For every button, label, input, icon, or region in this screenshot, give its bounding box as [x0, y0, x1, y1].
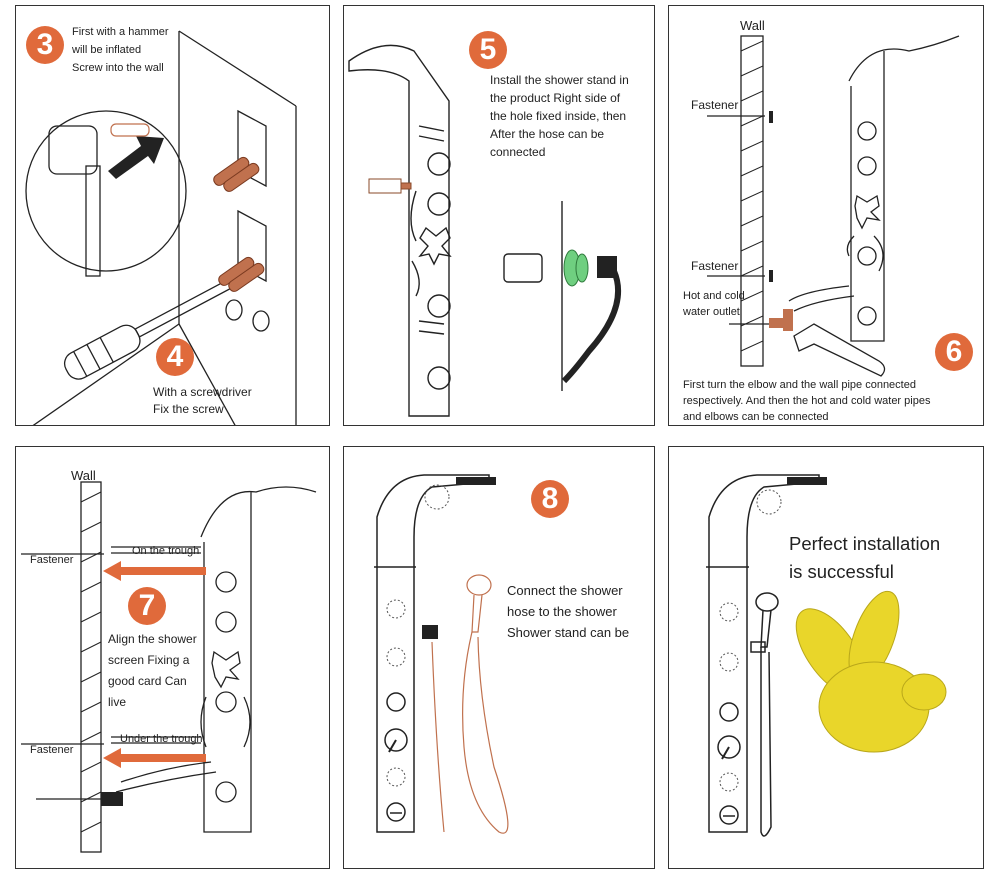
step-3-line-1: First with a hammer [72, 26, 169, 38]
step-7-on-trough: On the trough [132, 545, 200, 557]
panel-final: Perfect installation is successful [668, 446, 984, 869]
panel-step-6: Wall Fastener Fastener Hot and cold wate… [668, 5, 984, 426]
step-7-fastener-bottom: Fastener [30, 744, 74, 756]
step-6-outlet-line-1: Hot and cold [683, 290, 745, 302]
step-7-line-1: Align the shower [108, 632, 197, 646]
finished-shower-illustration [706, 474, 947, 837]
step-8-line-2: hose to the shower [507, 604, 617, 619]
final-line-1: Perfect installation [789, 533, 941, 554]
panel-step-8: 8 Connect the shower hose to the shower … [343, 446, 655, 869]
panel-step-7: Wall Fastener Fastener On the trough Und… [15, 446, 330, 869]
panel-step-5: 5 Install the shower stand in the produc… [343, 5, 655, 426]
step-6-line-3: and elbows can be connected [683, 411, 829, 423]
step-8-badge: 8 [531, 480, 569, 518]
step-4-badge: 4 [156, 338, 194, 376]
step-5-line-4: After the hose can be [490, 127, 605, 141]
step-5-line-3: the hole fixed inside, then [490, 109, 627, 123]
step-6-line-1: First turn the elbow and the wall pipe c… [683, 379, 916, 391]
step-7-line-4: live [108, 695, 127, 709]
step-5-line-2: the product Right side of [490, 91, 621, 105]
step-6-fastener-top: Fastener [691, 98, 739, 112]
shower-hose-illustration [374, 474, 509, 834]
step-6-fastener-bottom: Fastener [691, 259, 739, 273]
pipe-connection-illustration [707, 35, 960, 377]
final-line-2: is successful [789, 561, 894, 582]
step-6-badge: 6 [935, 333, 973, 371]
step-7-line-3: good card Can [108, 674, 187, 688]
step-7-under-trough: Under the trough [120, 733, 203, 745]
step-3-line-2: will be inflated [72, 44, 142, 56]
step-4-line-2: Fix the screw [153, 402, 224, 416]
step-6-wall-label: Wall [740, 18, 765, 33]
wall-fastening-illustration [21, 481, 317, 853]
step-7-badge: 7 [128, 587, 166, 625]
step-6-outlet-line-2: water outlet [683, 306, 740, 318]
hammer-screw-illustration [25, 30, 297, 425]
step-8-line-3: Shower stand can be [507, 625, 630, 640]
step-8-line-1: Connect the shower [507, 583, 623, 598]
panel-step-3-4: 3 First with a hammer will be inflated S… [15, 5, 330, 426]
step-7-wall-label: Wall [71, 468, 96, 483]
shower-stand-illustration [348, 44, 622, 417]
arrow-icon [103, 561, 206, 581]
step-6-line-2: respectively. And then the hot and cold … [683, 395, 931, 407]
step-5-line-5: connected [490, 145, 546, 159]
step-7-line-2: screen Fixing a [108, 653, 190, 667]
step-5-line-1: Install the shower stand in [490, 73, 629, 87]
step-7-fastener-top: Fastener [30, 554, 74, 566]
step-3-badge: 3 [26, 26, 64, 64]
peace-hand-icon [795, 590, 947, 753]
step-5-badge: 5 [469, 31, 507, 69]
step-3-line-3: Screw into the wall [72, 62, 164, 74]
arrow-icon [103, 748, 206, 768]
step-4-line-1: With a screwdriver [153, 385, 252, 399]
arrow-icon [108, 136, 164, 179]
